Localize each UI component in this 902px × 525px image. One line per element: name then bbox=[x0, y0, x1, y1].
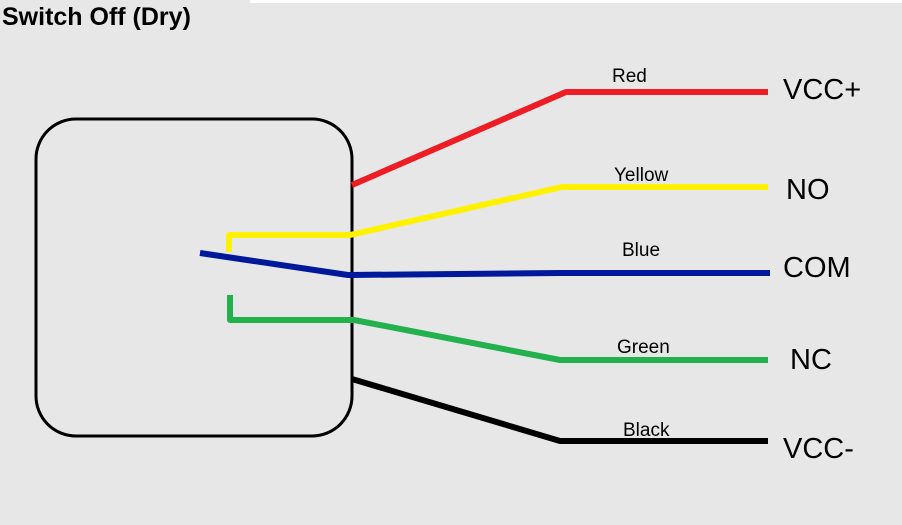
wire-label-yellow: Yellow bbox=[614, 165, 669, 186]
terminal-label-nc: NC bbox=[790, 344, 832, 376]
wire-labels: Red Yellow Blue Green Black bbox=[612, 66, 670, 441]
wire-yellow bbox=[226, 184, 768, 252]
terminal-label-vcc-minus: VCC- bbox=[783, 433, 854, 465]
terminal-labels: VCC+ NO COM NC VCC- bbox=[783, 74, 861, 465]
wire-red bbox=[350, 89, 768, 188]
wire-label-black: Black bbox=[623, 420, 670, 441]
top-white-strip bbox=[250, 0, 902, 3]
wire-label-blue: Blue bbox=[622, 240, 660, 261]
diagram-title: Switch Off (Dry) bbox=[2, 3, 191, 31]
wire-label-green: Green bbox=[617, 337, 670, 358]
wire-label-red: Red bbox=[612, 66, 647, 87]
terminal-label-no: NO bbox=[786, 174, 830, 206]
terminal-label-com: COM bbox=[783, 252, 851, 284]
terminal-label-vcc-plus: VCC+ bbox=[783, 74, 861, 106]
wire-blue bbox=[199, 250, 770, 278]
wires bbox=[199, 89, 770, 444]
wire-black bbox=[351, 376, 768, 444]
wire-green bbox=[227, 295, 768, 363]
